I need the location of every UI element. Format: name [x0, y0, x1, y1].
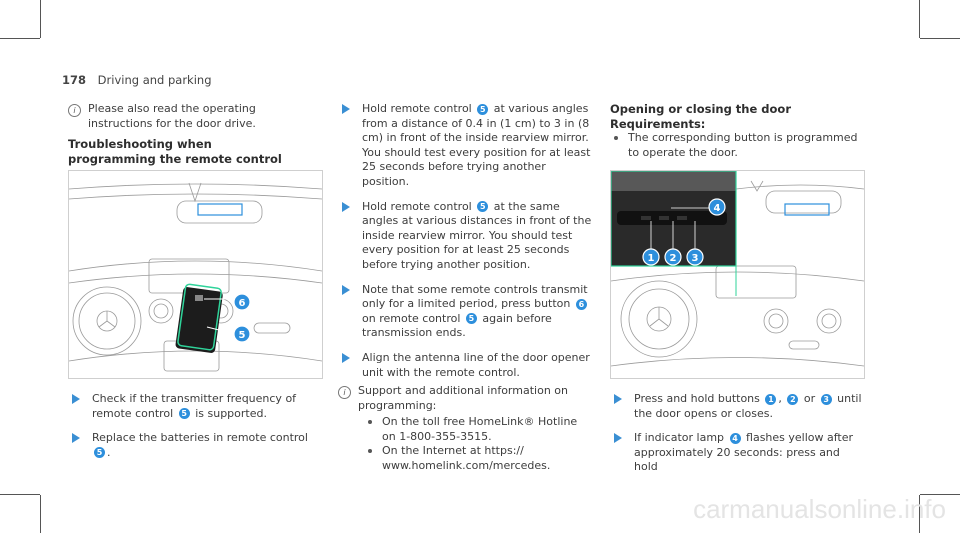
ref-number: 5	[477, 201, 489, 213]
dashboard-illustration: 6 5	[68, 182, 323, 372]
ref-number: 5	[178, 408, 190, 420]
ref-number: 5	[94, 447, 105, 459]
step-arrow-icon	[614, 433, 622, 444]
callout-4: 4	[714, 203, 721, 214]
info-icon: i	[68, 104, 81, 117]
note-text: Please also read the operating instructi…	[88, 102, 256, 130]
step-arrow-icon	[342, 201, 350, 212]
callout-5: 5	[239, 330, 246, 341]
step-text: ,	[778, 392, 782, 405]
step-text: Replace the batteries in remote control	[92, 431, 308, 445]
bullet-text: On the Internet at https:// www.homelink…	[382, 444, 551, 473]
step-text: Check if the transmitter frequency of re…	[92, 392, 297, 420]
bullet-icon	[368, 449, 372, 454]
right-steps: Press and hold buttons 1, 2 or 3 until t…	[610, 392, 865, 485]
page-header: 178 Driving and parking	[62, 73, 212, 87]
step-text: or	[803, 392, 816, 405]
right-column: Opening or closing the door Requirements…	[610, 102, 865, 160]
step-arrow-icon	[342, 284, 350, 295]
callout-3: 3	[692, 253, 699, 264]
callout-1: 1	[648, 253, 655, 264]
step: Align the antenna line of the door opene…	[338, 351, 594, 380]
bullet-text: On the toll free HomeLink® Hotline on 1-…	[382, 415, 578, 443]
mirror-buttons-illustration: 4 1 2 3	[610, 170, 865, 367]
step-text: flashes yellow after approximately 20 se…	[634, 431, 854, 474]
ref-number: 3	[820, 393, 832, 405]
step: If indicator lamp 4 flashes yellow after…	[610, 431, 865, 475]
crop-mark	[0, 494, 40, 495]
callout-6: 6	[239, 298, 246, 309]
step-text: again before transmission ends.	[362, 311, 552, 340]
step: Note that some remote controls transmit …	[338, 283, 594, 341]
left-column: i Please also read the operating instruc…	[68, 102, 323, 166]
step-arrow-icon	[72, 433, 80, 444]
step: Hold remote control 5 at various angles …	[338, 102, 594, 190]
crop-mark	[920, 494, 960, 495]
list-item: On the toll free HomeLink® Hotline on 1-…	[338, 415, 594, 444]
ref-number: 2	[787, 393, 799, 405]
step: Press and hold buttons 1, 2 or 3 until t…	[610, 392, 865, 421]
step-text: Hold remote control	[362, 102, 472, 115]
step: Check if the transmitter frequency of re…	[68, 392, 323, 421]
step-text: is supported.	[195, 406, 267, 420]
bullet-text: The corresponding button is programmed t…	[628, 131, 858, 159]
step-text: at various angles from a distance of 0.4…	[362, 102, 591, 188]
step-text: Hold remote control	[362, 199, 472, 213]
note-text: Support and additional information on pr…	[358, 384, 568, 412]
ref-number: 4	[729, 432, 741, 444]
page-number: 178	[62, 73, 87, 87]
watermark: carmanualsonline.info	[693, 494, 946, 524]
section-title: Driving and parking	[97, 73, 212, 87]
ref-number: 5	[465, 313, 477, 325]
step-text: at the same angles at various distances …	[362, 199, 592, 271]
bullet-icon	[368, 420, 372, 425]
step-arrow-icon	[72, 394, 80, 404]
crop-mark	[40, 495, 41, 533]
info-note: i Please also read the operating instruc…	[68, 102, 323, 131]
list-item: The corresponding button is programmed t…	[610, 131, 865, 160]
callout-2: 2	[670, 253, 677, 264]
bullet-icon	[614, 136, 618, 140]
requirements-heading: Requirements:	[610, 116, 706, 131]
crop-mark	[0, 38, 40, 39]
step-text: If indicator lamp	[634, 431, 725, 445]
step-arrow-icon	[342, 352, 350, 363]
section-heading: Troubleshooting when programming the rem…	[68, 137, 282, 166]
crop-mark	[919, 0, 920, 38]
section-heading: Opening or closing the door	[610, 102, 791, 116]
crop-mark	[40, 0, 41, 38]
ref-number: 5	[477, 103, 489, 115]
middle-column: Hold remote control 5 at various angles …	[338, 102, 594, 474]
info-note: i Support and additional information on …	[338, 384, 594, 413]
ref-number: 1	[765, 393, 777, 405]
crop-mark	[920, 38, 960, 39]
step-text: on remote control	[362, 311, 461, 325]
step-text: Press and hold buttons	[634, 392, 760, 405]
list-item: On the Internet at https:// www.homelink…	[338, 444, 594, 473]
step-text: until the door opens or closes.	[634, 392, 862, 420]
ref-number: 6	[575, 298, 587, 310]
info-icon: i	[338, 386, 351, 400]
crop-mark	[919, 495, 920, 533]
step-arrow-icon	[342, 104, 350, 114]
step-text: Note that some remote controls transmit …	[362, 282, 588, 311]
step-text: .	[107, 445, 111, 459]
remote-control-figure: 6 5	[68, 170, 323, 379]
step-arrow-icon	[614, 394, 622, 404]
step: Hold remote control 5 at the same angles…	[338, 200, 594, 273]
door-opener-figure: 4 1 2 3	[610, 170, 865, 379]
left-steps: Check if the transmitter frequency of re…	[68, 392, 323, 470]
step: Replace the batteries in remote control …	[68, 431, 323, 460]
step-text: Align the antenna line of the door opene…	[362, 350, 590, 379]
